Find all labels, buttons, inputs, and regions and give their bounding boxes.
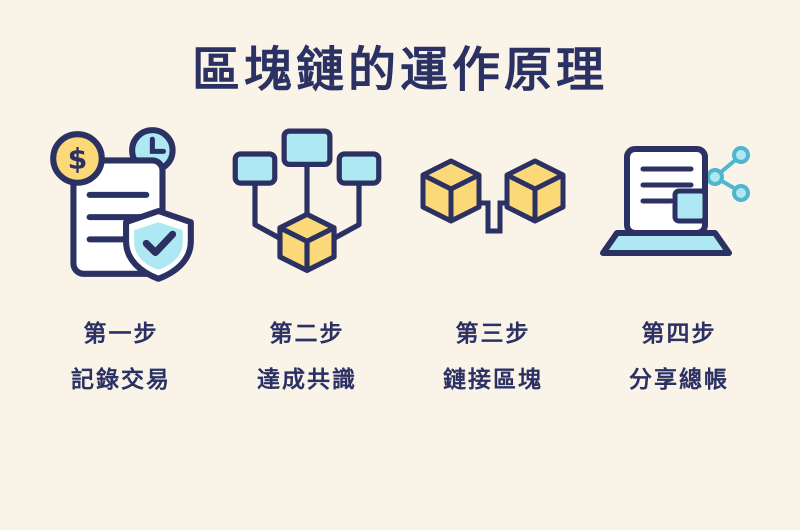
step-2: 第二步 達成共識 [214, 114, 400, 394]
step-1-icon-box: $ [42, 114, 200, 298]
steps-row: $ 第一步 記錄交易 [0, 114, 800, 394]
step-3-description: 鏈接區塊 [443, 367, 543, 393]
step-3-label: 第三步 [455, 321, 531, 347]
step-4-description: 分享總帳 [629, 367, 729, 393]
document-shield-icon: $ [50, 127, 194, 282]
step-2-icon-box [229, 114, 385, 298]
svg-text:$: $ [68, 143, 88, 176]
network-consensus-icon [232, 128, 382, 274]
step-1: $ 第一步 記錄交易 [28, 114, 214, 394]
step-2-description: 達成共識 [257, 367, 357, 393]
step-1-description: 記錄交易 [71, 367, 171, 393]
page-title: 區塊鏈的運作原理 [191, 42, 608, 98]
linked-blocks-icon [420, 158, 566, 234]
step-4: 第四步 分享總帳 [586, 114, 772, 394]
step-4-label: 第四步 [641, 321, 717, 347]
laptop-share-icon [600, 146, 750, 256]
step-2-label: 第二步 [269, 321, 345, 347]
step-3-icon-box [408, 114, 578, 298]
step-3: 第三步 鏈接區塊 [400, 114, 586, 394]
step-4-icon-box [599, 114, 759, 298]
share-nodes-icon [706, 146, 750, 202]
step-1-label: 第一步 [83, 321, 159, 347]
